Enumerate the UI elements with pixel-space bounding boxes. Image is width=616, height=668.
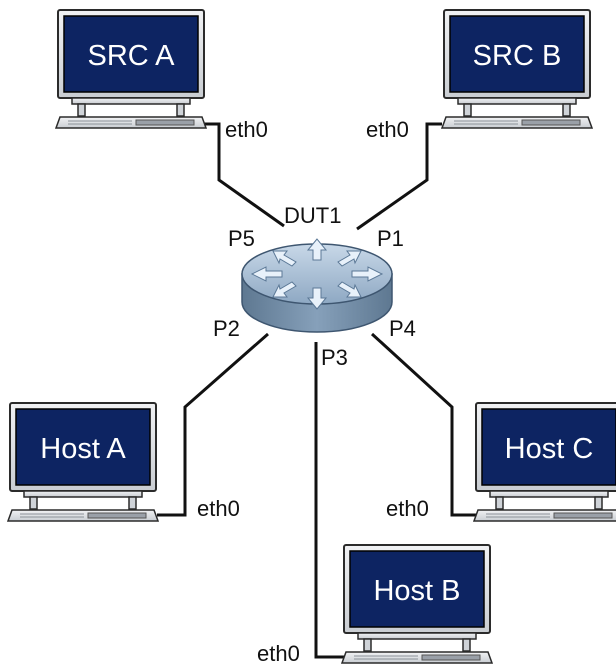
host-b-iface-label: eth0 (257, 641, 300, 666)
cable-src-b (356, 122, 442, 231)
cable-host-a (157, 332, 269, 517)
computer-host-c: Host C (473, 402, 616, 522)
computer-host-b: Host B (341, 544, 493, 664)
cable-host-c (370, 332, 478, 517)
port-label-p3: P3 (321, 345, 348, 370)
port-label-p2: P2 (213, 316, 240, 341)
cable-host-b (314, 342, 346, 659)
computer-host-a: Host A (7, 402, 159, 522)
host-b-label: Host B (373, 575, 460, 607)
host-c-label: Host C (505, 433, 594, 465)
src-b-label: SRC B (473, 40, 562, 72)
computer-src-b: SRC B (441, 9, 593, 129)
host-c-iface-label: eth0 (386, 496, 429, 521)
host-a-label: Host A (40, 433, 126, 465)
port-label-p5: P5 (228, 226, 255, 251)
src-b-iface-label: eth0 (366, 117, 409, 142)
port-label-p4: P4 (389, 316, 416, 341)
src-a-iface-label: eth0 (225, 117, 268, 142)
router-icon (241, 238, 393, 333)
router-name: DUT1 (284, 203, 341, 228)
src-a-label: SRC A (87, 40, 175, 72)
host-a-iface-label: eth0 (197, 496, 240, 521)
port-label-p1: P1 (377, 226, 404, 251)
cable-src-a (204, 122, 285, 228)
computer-src-a: SRC A (55, 9, 207, 129)
